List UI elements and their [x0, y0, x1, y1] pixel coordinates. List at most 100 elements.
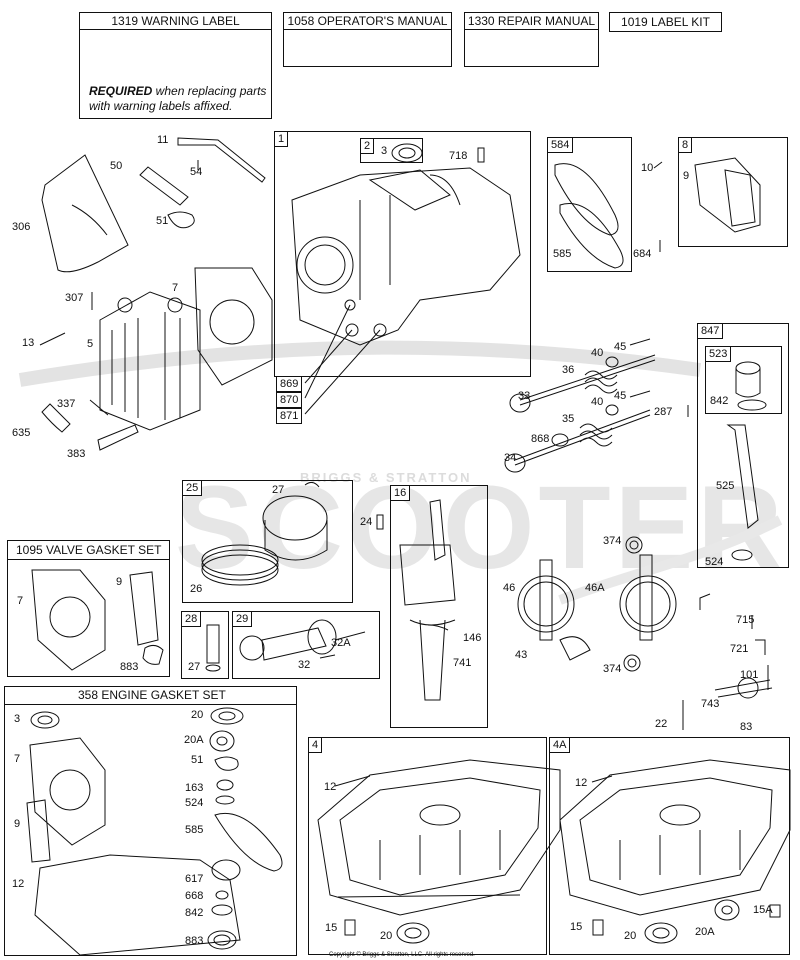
part-label: 7	[17, 595, 24, 607]
group-tag-871: 871	[276, 408, 303, 424]
part-label: 617	[185, 873, 204, 885]
part-label: 7	[14, 753, 21, 765]
part-label: 163	[185, 782, 204, 794]
group-tag-25: 25	[182, 480, 203, 496]
part-label: 9	[683, 170, 690, 182]
part-label: 40	[591, 396, 604, 408]
part-label: 50	[110, 160, 123, 172]
part-label: 383	[67, 448, 86, 460]
part-label: 374	[603, 535, 622, 547]
part-label: 40	[591, 347, 604, 359]
part-label: 51	[191, 754, 204, 766]
part-label: 35	[562, 413, 575, 425]
group-frame-4	[308, 737, 547, 955]
part-label: 46A	[585, 582, 605, 594]
part-label: 45	[614, 341, 627, 353]
valve-gasket-set-frame	[7, 540, 170, 677]
part-label: 306	[12, 221, 31, 233]
group-tag-869: 869	[276, 376, 303, 392]
part-label: 524	[185, 797, 204, 809]
part-label: 7	[172, 282, 179, 294]
group-frame-25	[182, 480, 353, 603]
warning-sticker-title: WARNING	[152, 33, 186, 40]
part-label: 684	[633, 248, 652, 260]
part-label: 51	[156, 215, 169, 227]
group-tag-16: 16	[390, 485, 411, 501]
part-label: 5	[87, 338, 94, 350]
group-tag-584: 584	[547, 137, 574, 153]
part-label: 635	[12, 427, 31, 439]
part-label: 20A	[184, 734, 204, 746]
repair-manual-header: 1330 REPAIR MANUAL	[464, 12, 599, 30]
group-tag-847: 847	[697, 323, 724, 339]
group-frame-16	[390, 485, 488, 728]
part-label: 32	[298, 659, 311, 671]
watermark-text: SCOOTER	[175, 462, 787, 594]
part-label: 36	[562, 364, 575, 376]
part-label: 12	[12, 878, 25, 890]
part-label: 374	[603, 663, 622, 675]
part-label: 883	[120, 661, 139, 673]
group-tag-28: 28	[181, 611, 202, 627]
part-label: 585	[553, 248, 572, 260]
part-label: 718	[449, 150, 468, 162]
required-note-line2: with warning labels affixed.	[89, 99, 233, 113]
part-label: 20	[624, 930, 637, 942]
part-label: 868	[531, 433, 550, 445]
part-label: 741	[453, 657, 472, 669]
part-label: 15	[325, 922, 338, 934]
part-label: 15A	[753, 904, 773, 916]
part-label: 287	[654, 406, 673, 418]
part-label: 11	[157, 134, 169, 146]
group-frame-523	[705, 346, 782, 414]
part-label: 3	[381, 145, 388, 157]
part-label: 24	[360, 516, 373, 528]
part-label: 883	[185, 935, 204, 947]
part-label: 32A	[331, 637, 351, 649]
part-label: 20	[191, 709, 204, 721]
part-label: 525	[716, 480, 735, 492]
group-tag-4: 4	[308, 737, 323, 753]
part-label: 743	[701, 698, 720, 710]
group-frame-2	[360, 138, 423, 163]
group-frame-8	[678, 137, 788, 247]
operators-manual-header: 1058 OPERATOR'S MANUAL	[283, 12, 452, 30]
part-label: 9	[116, 576, 123, 588]
part-label: 43	[515, 649, 528, 661]
valve-gasket-divider	[7, 559, 170, 560]
part-label: 146	[463, 632, 482, 644]
group-frame-28	[181, 611, 229, 679]
part-label: 3	[14, 713, 21, 725]
part-label: 20A	[695, 926, 715, 938]
part-label: 842	[185, 907, 204, 919]
part-label: 22	[655, 718, 668, 730]
part-label: 27	[188, 661, 201, 673]
part-label: 54	[190, 166, 203, 178]
part-label: 585	[185, 824, 204, 836]
part-label: 524	[705, 556, 724, 568]
group-frame-1	[274, 131, 531, 377]
watermark-subtext: BRIGGS & STRATTON	[300, 470, 472, 485]
part-label: 101	[740, 669, 759, 681]
part-label: 45	[614, 390, 627, 402]
group-tag-4a: 4A	[549, 737, 571, 753]
part-label: 13	[22, 337, 35, 349]
group-frame-584	[547, 137, 632, 272]
group-frame-29	[232, 611, 380, 679]
part-label: 33	[518, 390, 531, 402]
required-bold: REQUIRED	[89, 84, 153, 98]
engine-gasket-divider	[4, 704, 297, 705]
part-label: 337	[57, 398, 76, 410]
required-text: when replacing parts	[152, 84, 267, 98]
group-frame-847	[697, 323, 789, 568]
part-label: 715	[736, 614, 755, 626]
engine-gasket-set-frame	[4, 686, 297, 956]
group-tag-1: 1	[274, 131, 289, 147]
part-label: 26	[190, 583, 203, 595]
copyright-footer: Copyright © Briggs & Stratton, LLC. All …	[329, 952, 475, 958]
part-label: 9	[14, 818, 21, 830]
warning-label-header: 1319 WARNING LABEL	[79, 12, 272, 30]
group-tag-523: 523	[705, 346, 732, 362]
part-label: 46	[503, 582, 516, 594]
part-label: 10	[641, 162, 654, 174]
